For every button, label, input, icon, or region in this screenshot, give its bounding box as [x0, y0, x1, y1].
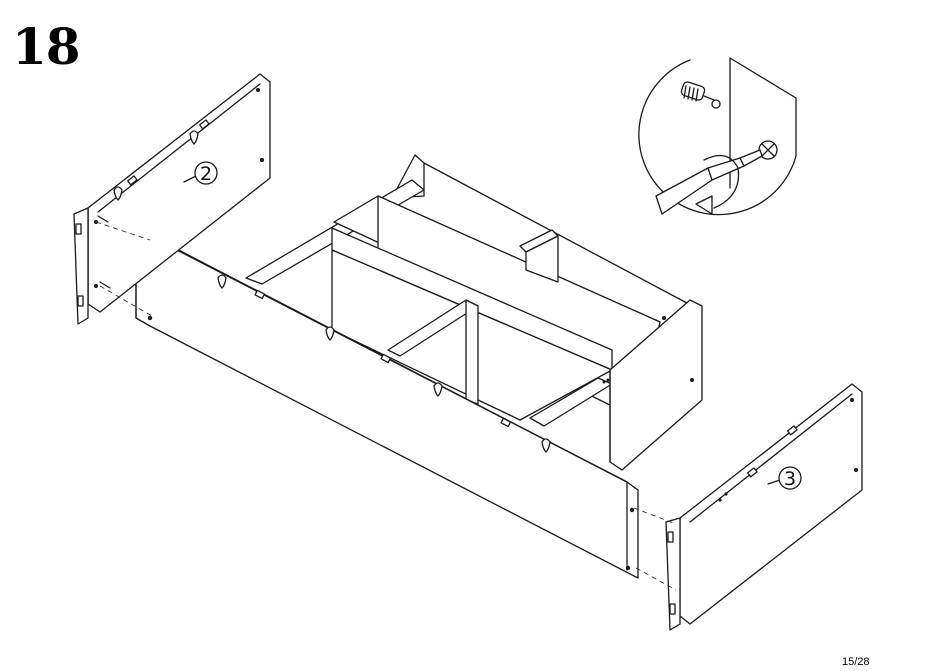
detail-inset [639, 58, 796, 215]
side-panel-3 [666, 384, 862, 630]
page-number: 15/28 [842, 656, 870, 668]
callout-label-3: 3 [784, 468, 796, 490]
cam-bolt-icon [680, 81, 720, 108]
callout-label-2: 2 [200, 163, 212, 185]
